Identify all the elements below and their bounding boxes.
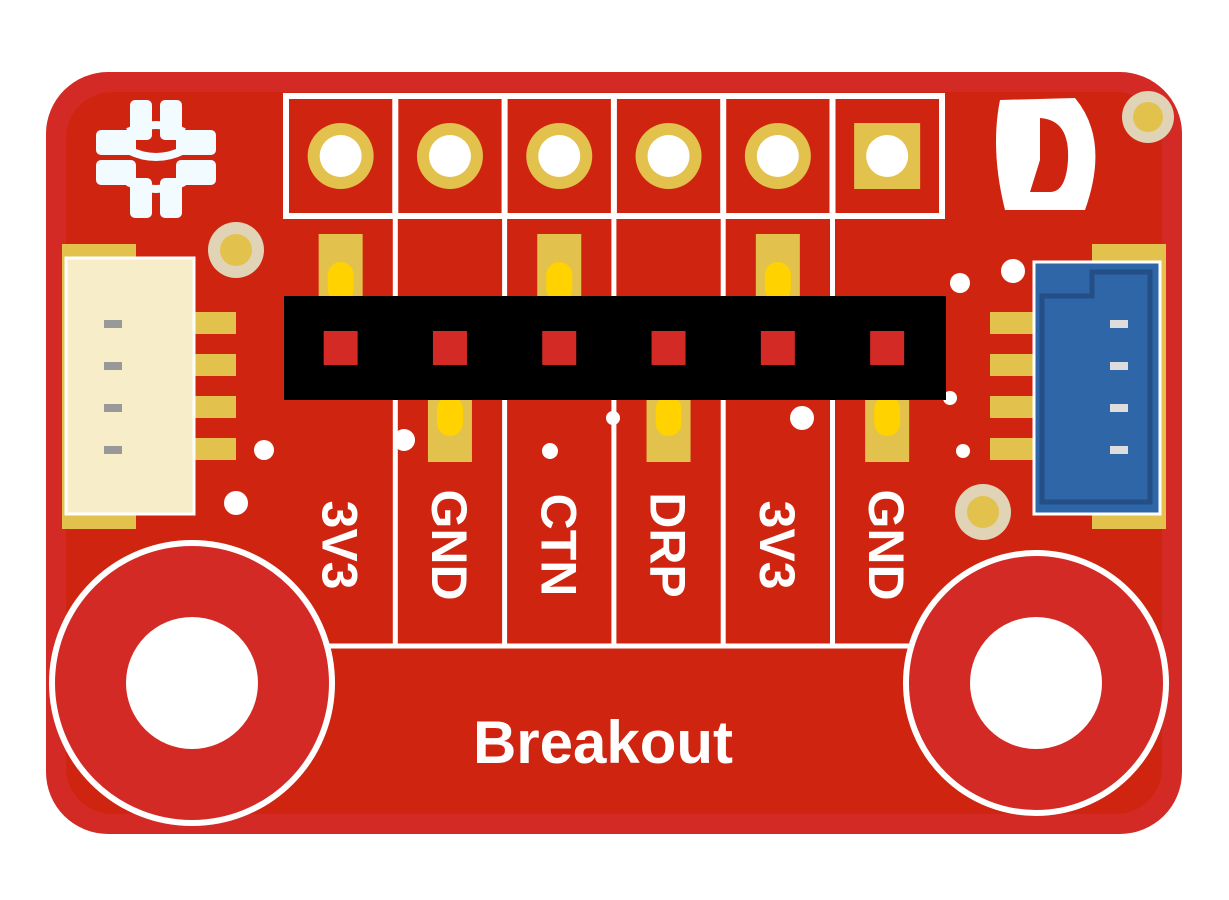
pin-header-body <box>284 296 946 400</box>
drill-hole <box>756 135 799 177</box>
pin-label: DRP <box>640 492 696 598</box>
header-pin <box>651 331 686 365</box>
header-pin <box>542 331 577 365</box>
pin-label: 3V3 <box>749 501 805 590</box>
brand-logo-icon <box>96 100 216 218</box>
mounting-hole-left <box>49 540 335 826</box>
via-pads <box>208 91 1174 540</box>
header-pin <box>760 331 795 365</box>
pin-lead <box>436 396 463 436</box>
d-logo-icon <box>996 98 1096 210</box>
drill-hole <box>866 135 909 177</box>
drill-hole <box>647 135 690 177</box>
header-pin <box>432 331 467 365</box>
header-pin <box>870 331 905 365</box>
pin-label: GND <box>421 489 477 600</box>
pin-label: GND <box>858 489 914 600</box>
pin-lead <box>327 262 354 302</box>
drill-hole <box>428 135 471 177</box>
drill-hole <box>319 135 362 177</box>
pin-label: 3V3 <box>312 501 368 590</box>
pin-label: CTN <box>530 494 586 597</box>
left-jst-connector <box>62 244 236 529</box>
pin-lead <box>655 396 682 436</box>
mounting-hole-right <box>903 550 1169 816</box>
board-title: Breakout <box>473 709 733 776</box>
pin-lead <box>546 262 573 302</box>
right-jst-connector <box>990 244 1166 529</box>
pin-lead <box>764 262 791 302</box>
pin-lead <box>874 396 901 436</box>
header-pin <box>323 331 358 365</box>
drill-hole <box>538 135 581 177</box>
